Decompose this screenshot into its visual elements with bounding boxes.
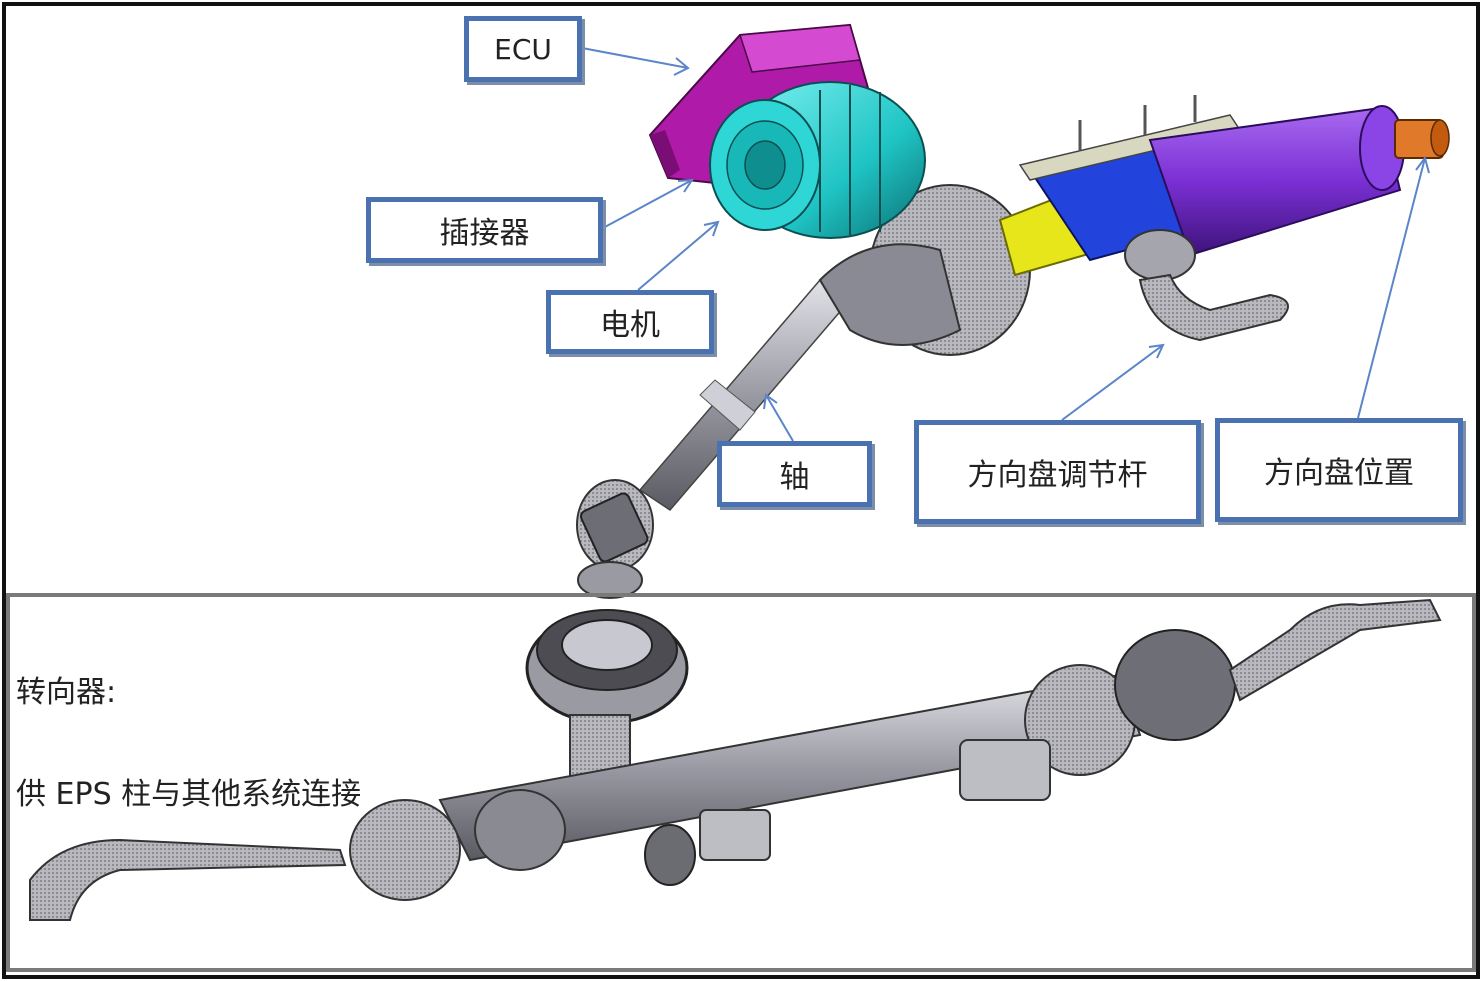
label-wheel-position-text: 方向盘位置 bbox=[1264, 456, 1414, 491]
label-ecu: ECU bbox=[464, 16, 582, 82]
label-ecu-text: ECU bbox=[494, 32, 552, 66]
label-connector: 插接器 bbox=[366, 197, 603, 263]
label-wheel-position: 方向盘位置 bbox=[1215, 418, 1463, 522]
steering-gear-title: 转向器: bbox=[16, 675, 117, 710]
label-adjust-lever-text: 方向盘调节杆 bbox=[967, 458, 1148, 493]
steering-gear-frame bbox=[6, 593, 1476, 972]
label-adjust-lever: 方向盘调节杆 bbox=[914, 420, 1201, 524]
label-connector-text: 插接器 bbox=[439, 216, 530, 251]
steering-column-illustration bbox=[576, 23, 1450, 599]
steering-gear-caption: 转向器: 供 EPS 柱与其他系统连接 bbox=[16, 608, 361, 846]
label-motor-text: 电机 bbox=[600, 308, 660, 343]
motor-body bbox=[709, 81, 926, 239]
steering-gear-illustration bbox=[29, 598, 1442, 921]
adjust-lever bbox=[1138, 273, 1289, 342]
universal-joint bbox=[576, 479, 654, 599]
label-shaft-text: 轴 bbox=[779, 460, 810, 495]
leader-lines bbox=[581, 47, 1430, 442]
label-motor: 电机 bbox=[546, 290, 714, 354]
label-shaft: 轴 bbox=[717, 441, 872, 507]
purple-column-tube bbox=[1148, 105, 1450, 257]
steering-gear-description: 供 EPS 柱与其他系统连接 bbox=[16, 777, 362, 812]
